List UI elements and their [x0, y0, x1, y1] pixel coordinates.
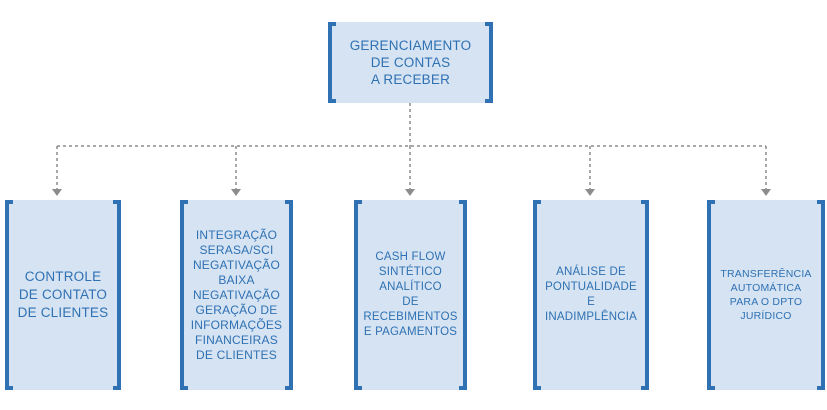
child-node-label: CONTROLE DE CONTATO DE CLIENTES [17, 269, 109, 320]
arrowhead-2 [231, 189, 241, 196]
arrowhead-1 [52, 189, 62, 196]
child-node-label: ANÁLISE DE PONTUALIDADE E INADIMPLÊNCIA [544, 266, 638, 323]
arrowhead-4 [585, 189, 595, 196]
child-node-integracao-serasa: INTEGRAÇÃO SERASA/SCI NEGATIVAÇÃO BAIXA … [180, 200, 293, 390]
child-node-label: CASH FLOW SINTÉTICO ANALÍTICO DE RECEBIM… [363, 251, 458, 338]
child-node-pontualidade: ANÁLISE DE PONTUALIDADE E INADIMPLÊNCIA [533, 200, 649, 390]
child-node-label: INTEGRAÇÃO SERASA/SCI NEGATIVAÇÃO BAIXA … [190, 227, 283, 362]
child-node-contato-clientes: CONTROLE DE CONTATO DE CLIENTES [5, 200, 121, 390]
arrowhead-5 [761, 189, 771, 196]
child-node-cash-flow: CASH FLOW SINTÉTICO ANALÍTICO DE RECEBIM… [354, 200, 467, 390]
child-node-label: TRANSFERÊNCIA AUTOMÁTICA PARA O DPTO JUR… [720, 268, 812, 322]
root-node-label: GERENCIAMENTO DE CONTAS A RECEBER [349, 38, 472, 87]
child-node-juridico: TRANSFERÊNCIA AUTOMÁTICA PARA O DPTO JUR… [707, 200, 825, 390]
root-node-box: GERENCIAMENTO DE CONTAS A RECEBER [328, 22, 493, 103]
arrowhead-3 [405, 189, 415, 196]
